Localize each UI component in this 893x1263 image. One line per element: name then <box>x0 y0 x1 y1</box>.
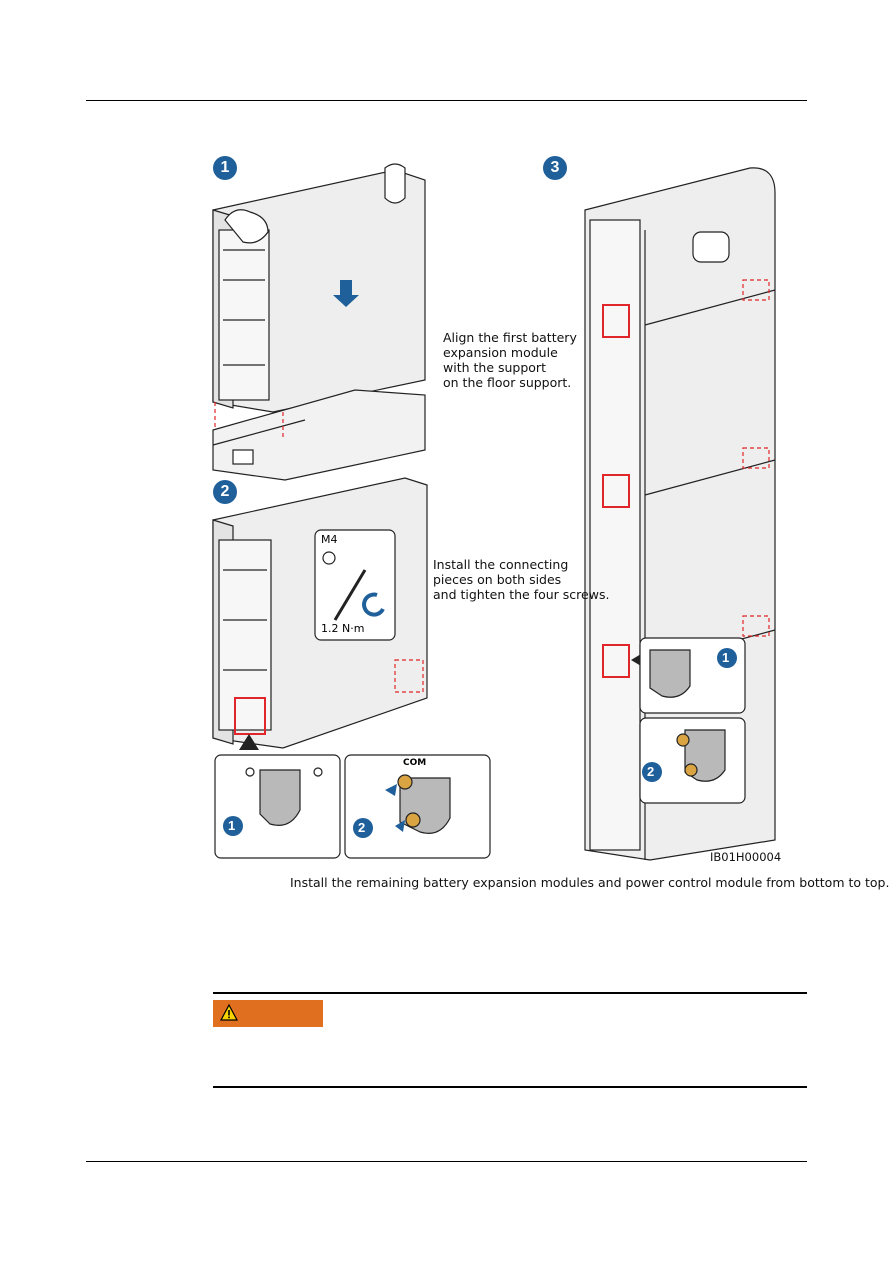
detail-box-2 <box>344 754 491 859</box>
com-label: COM <box>403 758 427 768</box>
stack-detail-step-1: 1 <box>722 650 730 665</box>
battery-module-step2 <box>212 477 428 750</box>
detail-step-1: 1 <box>228 818 236 833</box>
warning-top-rule <box>213 992 807 994</box>
callout-install: Install the connecting pieces on both si… <box>433 557 610 602</box>
header-rule <box>86 100 807 101</box>
callout-align: Align the first battery expansion module… <box>443 330 577 390</box>
step-badge-1: 1 <box>213 156 237 180</box>
warning-bottom-rule <box>213 1086 807 1088</box>
warning-icon <box>220 1004 238 1021</box>
stack-detail-step-2: 2 <box>647 764 655 779</box>
screw-size-label: M4 <box>321 533 338 546</box>
battery-stack-step3 <box>584 167 776 861</box>
step-badge-2: 2 <box>213 480 237 504</box>
battery-module-step1 <box>212 163 426 481</box>
detail-step-2: 2 <box>358 820 366 835</box>
torque-label: 1.2 N·m <box>321 622 365 635</box>
figure-code: IB01H00004 <box>710 850 782 864</box>
detail-box-1 <box>214 754 341 859</box>
installation-illustration <box>212 163 776 861</box>
warning-notice <box>213 992 807 1088</box>
warning-tag <box>213 1000 323 1027</box>
step-badge-3: 3 <box>543 156 567 180</box>
footer-rule <box>86 1161 807 1162</box>
figure-caption: Install the remaining battery expansion … <box>290 875 890 890</box>
installation-figure: 1 3 2 Align the first battery expansion … <box>205 150 805 870</box>
